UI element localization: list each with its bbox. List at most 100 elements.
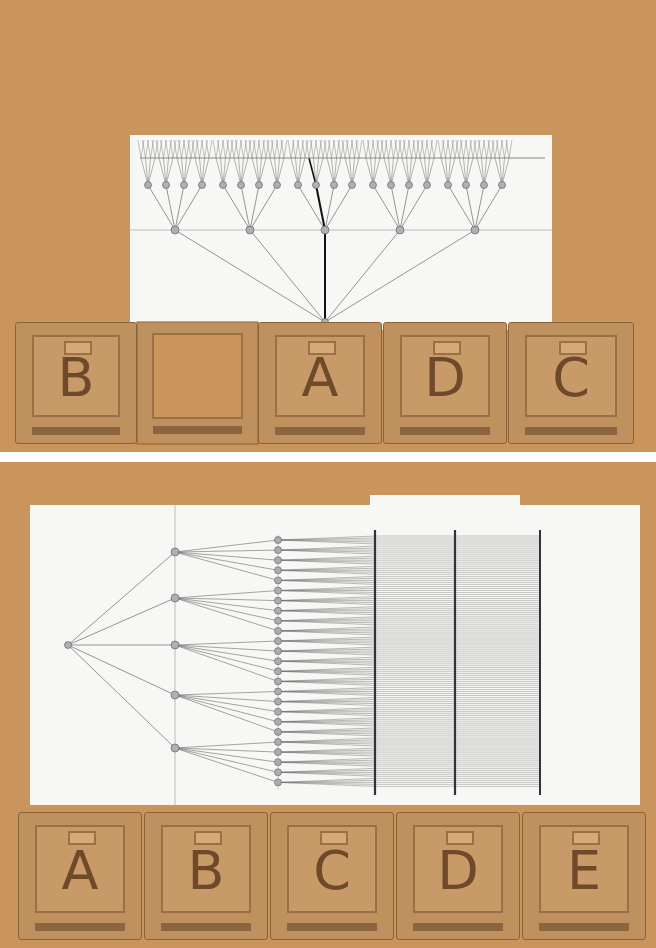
tree-branch [325,185,352,230]
tree-branch [278,619,375,621]
tree-branch [455,770,540,771]
letter-tile: B [144,812,268,940]
tree-node [171,641,179,649]
tree-branch [417,140,420,158]
tree-branch [368,140,371,158]
tree-branch [278,657,375,661]
tree-branch [375,727,455,728]
tree-branch [469,140,472,158]
tree-branch [400,185,427,230]
tile-letter: A [19,813,141,939]
tree-branch [502,140,505,158]
tree-branch [278,607,375,611]
tree-branch [375,713,455,714]
tree-node [471,226,479,234]
tree-branch [375,588,455,589]
tree-branch [427,158,434,185]
tree-branch [455,754,540,755]
tree-branch [375,774,455,775]
tree-branch [455,610,540,611]
tree-branch [177,140,180,158]
tree-branch [407,158,410,185]
tree-branch [278,538,375,540]
tree-branch [298,140,301,158]
tree-branch [375,592,455,593]
tree-branch [278,566,375,570]
tree-branch [455,641,540,642]
tree-branch [278,692,375,694]
tree-branch [375,729,455,730]
tree-branch [278,768,375,772]
tree-branch [148,140,151,158]
tree-branch [195,158,202,185]
tree-branch [345,140,348,158]
tree-branch [175,641,278,645]
tree-branch [195,140,198,158]
tree-branch [375,641,455,642]
tree-branch [259,158,266,185]
tree-branch [455,653,540,654]
tree-branch [316,140,319,158]
tree-node [331,182,338,189]
tree-branch [278,589,375,591]
tree-branch [277,140,280,158]
tree-branch [375,657,455,658]
tree-branch [398,140,401,158]
tree-branch [455,584,540,585]
tree-branch [375,715,455,716]
tree-branch [298,158,305,185]
tree-branch [375,580,455,581]
tree-branch [375,778,455,779]
tree-node [163,182,170,189]
tree-branch [175,598,278,611]
tree-branch [455,677,540,678]
tree-branch [159,158,166,185]
tree-branch [455,663,540,664]
tree-branch [375,618,455,619]
tree-branch [278,681,375,683]
tree-branch [455,546,540,547]
tree-branch [475,185,502,230]
tree-branch [216,140,219,158]
tree-branch [278,540,375,544]
tree-branch [422,140,425,158]
tree-branch [309,158,316,185]
tree-branch [375,766,455,767]
tree-branch [245,140,248,158]
tree-branch [488,140,491,158]
letter-tile: B [15,322,137,444]
tree-branch [455,580,540,581]
tree-branch [455,572,540,573]
tree-branch [363,140,366,158]
tree-branch [155,140,158,158]
tree-branch [375,558,455,559]
tree-branch [278,712,375,716]
tree-branch [391,140,394,158]
tree-branch [455,578,540,579]
tree-branch [291,158,298,185]
tree-branch [298,185,325,230]
tree-branch [375,616,455,617]
tree-branch [148,158,155,185]
tree-branch [309,140,312,158]
tree-branch [375,645,455,646]
tree-branch [455,693,540,694]
tree-branch [375,540,455,541]
tree-branch [455,657,540,658]
tree-node [463,182,470,189]
tree-branch [270,140,273,158]
tree-branch [182,158,185,185]
tree-branch [156,140,159,158]
tree-branch [278,591,375,595]
tree-branch [455,616,540,617]
tree-branch [249,140,252,158]
tree-branch [278,570,375,572]
tree-branch [278,742,375,746]
tree-branch [455,665,540,666]
tree-branch [175,645,278,681]
tree-branch [375,610,455,611]
tree-branch [455,689,540,690]
tree-branch [455,594,540,595]
tree-branch [278,681,375,685]
tree-branch [381,140,384,158]
